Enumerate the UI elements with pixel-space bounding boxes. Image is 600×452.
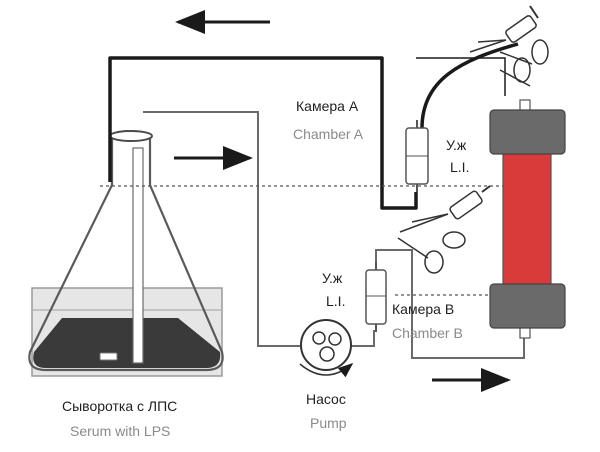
column-bottom-cap <box>489 283 566 329</box>
clamp-top-icon <box>499 39 549 87</box>
feed-line <box>143 111 300 347</box>
sorbent-column <box>502 147 552 289</box>
serum-liquid <box>33 318 221 368</box>
filter-to-column-line <box>375 249 525 359</box>
stir-bar <box>99 352 118 361</box>
li-top-label-en: L.I. <box>450 159 469 175</box>
column-top-line-thick <box>420 42 519 129</box>
flask <box>28 135 224 372</box>
li-top-label: У.ж <box>446 137 467 153</box>
syringe-top-icon <box>469 5 539 53</box>
chamber-a-label-en: Chamber A <box>293 126 364 142</box>
li-mid-label-en: L.I. <box>326 293 345 309</box>
pump-to-filter-line <box>350 330 375 347</box>
flask-neck <box>109 130 153 142</box>
pump-label: Насос <box>306 391 346 407</box>
dip-tube <box>132 147 144 364</box>
chamber-b-label-en: Chamber B <box>392 325 463 341</box>
serum-label: Сыворотка с ЛПС <box>62 398 177 414</box>
return-line <box>108 56 418 210</box>
clamp-middle-icon <box>397 231 466 274</box>
chamber-a-label: Камера А <box>296 98 359 114</box>
syringe-middle-icon <box>399 185 491 233</box>
pump-label-en: Pump <box>310 415 347 431</box>
column-top-cap <box>489 109 566 155</box>
serum-label-en: Serum with LPS <box>70 423 170 439</box>
chamber-b-label: Камера В <box>392 301 454 317</box>
li-mid-label: У.ж <box>322 270 343 286</box>
chamber-b <box>365 269 387 325</box>
pump-icon <box>299 319 354 378</box>
column-top-line-thin <box>416 57 506 96</box>
